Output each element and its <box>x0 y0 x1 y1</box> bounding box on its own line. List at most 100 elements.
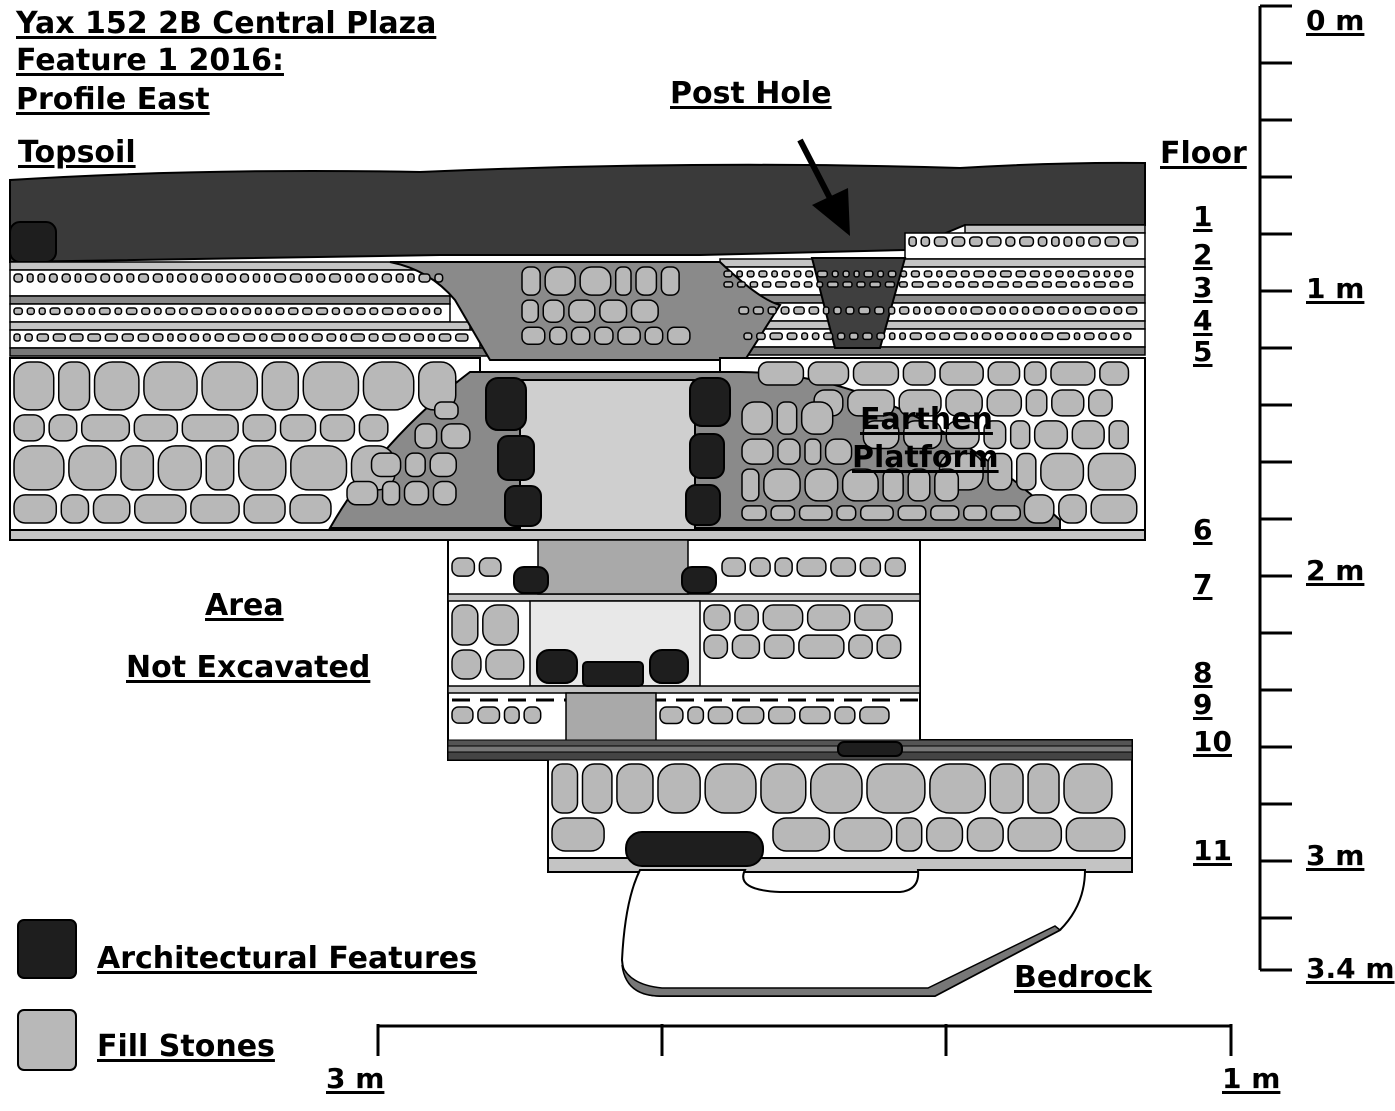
fill-stone <box>770 505 796 521</box>
fill-stone <box>925 817 964 852</box>
fill-stone <box>856 281 866 288</box>
topsoil-layer <box>9 161 1146 264</box>
fill-stone <box>60 494 90 524</box>
fill-stone <box>920 236 931 247</box>
fill-stone <box>157 445 202 491</box>
fill-stone <box>181 414 239 442</box>
fill-stone <box>968 236 983 247</box>
fill-stone <box>907 468 931 502</box>
floor-number-9: 9 <box>1193 688 1213 721</box>
fill-stone <box>808 306 820 315</box>
fill-stone <box>239 273 250 283</box>
fill-stone <box>799 706 831 725</box>
fill-stone <box>616 763 654 814</box>
fill-stone <box>816 281 824 288</box>
fill-stone <box>98 307 111 316</box>
fill-stone <box>205 307 217 316</box>
fill-stone <box>311 333 323 342</box>
fill-stone <box>933 236 948 247</box>
fill-stone <box>1104 236 1120 247</box>
fill-stone <box>358 414 389 442</box>
fill-stone <box>1051 389 1085 417</box>
fill-stone <box>876 332 886 341</box>
fill-stone <box>734 604 759 631</box>
fill-stone <box>741 505 767 521</box>
fill-stone <box>874 306 885 315</box>
fill-stone <box>48 273 58 283</box>
fill-stone <box>1099 361 1130 386</box>
fill-stone <box>344 273 353 283</box>
fill-stone <box>736 270 744 278</box>
fill-stone <box>287 307 299 316</box>
fill-stone <box>305 273 313 283</box>
fill-stone <box>951 236 966 247</box>
fill-stone <box>438 333 452 342</box>
scale-label-1m-horizontal: 1 m <box>1222 1062 1281 1095</box>
fill-stone <box>707 706 734 725</box>
fill-stone <box>370 452 402 478</box>
fill-stone <box>275 307 285 316</box>
fill-stone <box>331 307 341 316</box>
fill-stone <box>477 706 501 724</box>
fill-stone <box>551 817 605 852</box>
fill-stone <box>935 306 945 315</box>
fill-stone <box>767 706 796 725</box>
fill-stone <box>854 604 893 631</box>
fill-stone <box>396 307 407 316</box>
fill-stone <box>143 361 198 411</box>
fill-stone <box>1023 494 1055 524</box>
fill-stone <box>1093 281 1106 288</box>
fill-stone <box>833 817 893 852</box>
fill-stone <box>153 307 162 316</box>
earthen-platform-label-1: Earthen <box>860 402 993 437</box>
fill-stone <box>934 468 960 502</box>
fill-stone <box>1058 494 1087 524</box>
fill-stone <box>407 273 415 283</box>
fill-stone <box>731 634 761 659</box>
fill-stone <box>1123 332 1132 341</box>
fill-stone <box>987 361 1021 386</box>
fill-stone <box>57 361 91 411</box>
fill-stone <box>910 270 921 278</box>
fill-stone <box>241 307 252 316</box>
fill-stone <box>983 420 1007 450</box>
fill-stone <box>315 307 329 316</box>
fill-stone <box>790 281 801 288</box>
fill-stone <box>635 266 658 296</box>
fill-stone <box>836 332 846 341</box>
fill-stone <box>271 333 286 342</box>
fill-stone <box>413 333 425 342</box>
fill-stone <box>265 307 272 316</box>
fill-stone <box>191 307 203 316</box>
fill-stone <box>1041 281 1053 288</box>
fill-stone <box>987 270 997 278</box>
floor-number-5: 5 <box>1193 335 1213 368</box>
fill-stone <box>877 270 885 278</box>
fill-stone <box>908 236 917 247</box>
fill-stone <box>1110 332 1120 341</box>
fill-stone <box>521 326 546 345</box>
fill-stone <box>796 557 827 577</box>
fill-stone <box>120 445 155 491</box>
fill-stone <box>178 307 188 316</box>
fill-stone <box>61 273 71 283</box>
fill-stone <box>617 326 641 345</box>
fill-stone <box>549 326 568 345</box>
fill-stone <box>599 299 628 324</box>
fill-stone <box>1087 389 1113 417</box>
fill-stone <box>807 361 850 386</box>
title-line-1: Yax 152 2B Central Plaza <box>16 6 437 41</box>
fill-stone <box>137 333 150 342</box>
fill-stone <box>1088 236 1101 247</box>
fill-stone <box>13 494 58 524</box>
fill-stone <box>26 307 36 316</box>
floor-number-1: 1 <box>1193 200 1213 233</box>
fill-stone <box>1123 236 1139 247</box>
fill-stone <box>963 505 988 521</box>
fill-stone <box>1023 361 1047 386</box>
fill-stone <box>230 307 239 316</box>
fill-stone <box>925 332 936 341</box>
fill-stone <box>1007 817 1063 852</box>
fill-stone <box>982 281 994 288</box>
